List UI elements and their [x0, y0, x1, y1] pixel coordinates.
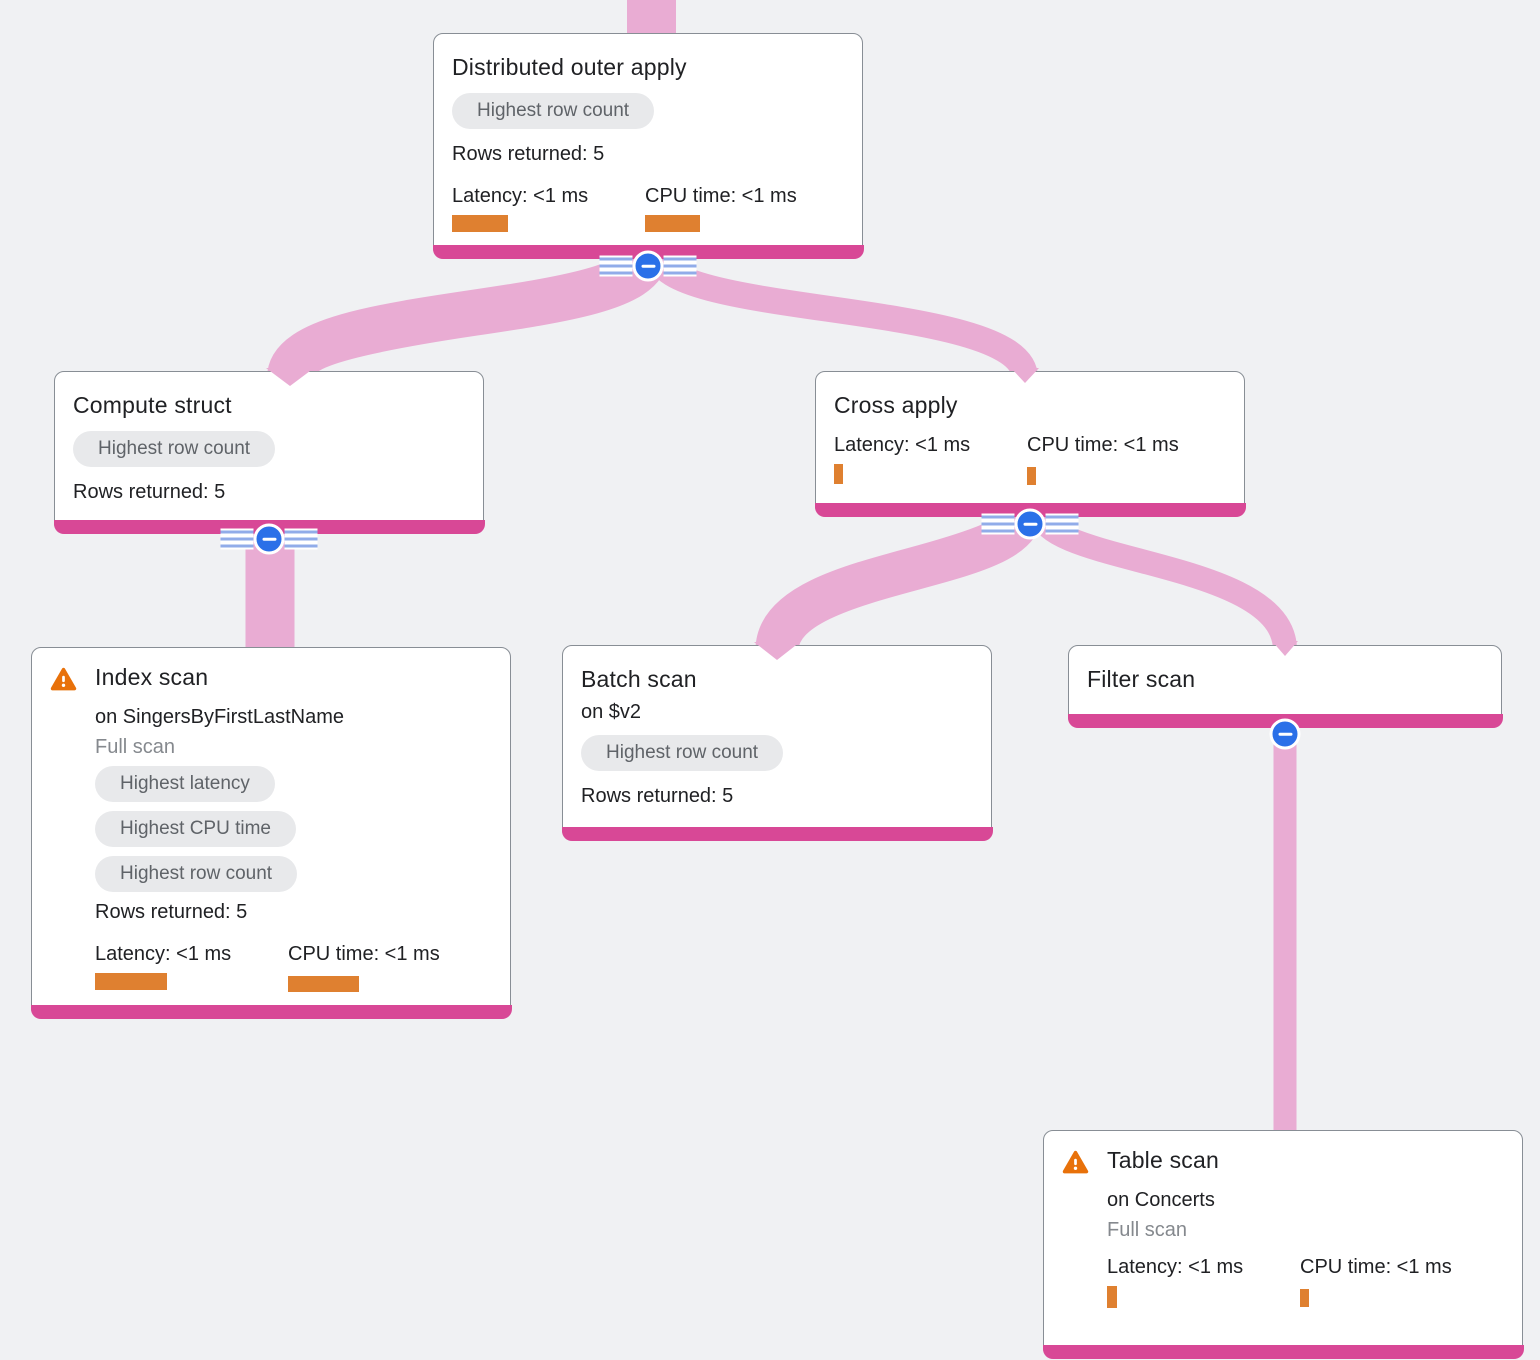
title-row: Table scan: [1062, 1147, 1504, 1182]
cpu-bar: [288, 976, 359, 992]
cpu-bar: [1300, 1289, 1309, 1307]
cpu-label: CPU time: <1 ms: [288, 943, 440, 965]
cpu-bar: [1027, 467, 1036, 485]
plan-node-batch-scan[interactable]: Batch scan on $v2 Highest row count Rows…: [561, 645, 993, 841]
node-footer-bar: [30, 1004, 512, 1019]
node-title: Index scan: [95, 664, 209, 690]
rows-returned-text: Rows returned: 5: [452, 143, 605, 165]
cpu-label: CPU time: <1 ms: [645, 185, 797, 207]
latency-metric: Latency: <1 ms: [452, 178, 645, 232]
cpu-metric: CPU time: <1 ms: [288, 936, 481, 992]
latency-metric: Latency: <1 ms: [834, 427, 1027, 485]
metrics-row: Latency: <1 ms CPU time: <1 ms: [452, 178, 844, 232]
node-body: on SingersByFirstLastName Full scan High…: [50, 706, 492, 992]
cpu-metric: CPU time: <1 ms: [1027, 427, 1220, 485]
badge-stack: Highest latency Highest CPU time Highest…: [95, 766, 492, 892]
minus-icon: [1269, 718, 1301, 750]
node-title: Compute struct: [73, 392, 232, 418]
row-stripes-icon: [284, 528, 318, 550]
collapse-button-compute-struct[interactable]: [220, 523, 318, 555]
rows-returned-text: Rows returned: 5: [73, 481, 226, 503]
minus-icon: [632, 250, 664, 282]
title-row: Index scan: [50, 664, 492, 699]
rows-returned-text: Rows returned: 5: [581, 785, 734, 807]
metrics-row: Latency: <1 ms CPU time: <1 ms: [1107, 1249, 1504, 1308]
node-footer-bar: [561, 826, 993, 841]
latency-label: Latency: <1 ms: [95, 943, 232, 965]
cpu-label: CPU time: <1 ms: [1300, 1256, 1452, 1278]
latency-label: Latency: <1 ms: [452, 185, 589, 207]
node-subtitle: on Concerts: [1107, 1189, 1215, 1211]
minus-icon: [253, 523, 285, 555]
cpu-metric: CPU time: <1 ms: [1300, 1249, 1493, 1308]
plan-node-index-scan[interactable]: Index scan on SingersByFirstLastName Ful…: [30, 647, 512, 1019]
plan-node-table-scan[interactable]: Table scan on Concerts Full scan Latency…: [1042, 1130, 1524, 1359]
node-title: Distributed outer apply: [452, 54, 687, 80]
cpu-bar: [645, 215, 700, 232]
plan-node-cross-apply[interactable]: Cross apply Latency: <1 ms CPU time: <1 …: [814, 371, 1246, 517]
row-stripes-icon: [1045, 513, 1079, 535]
badge-highest-row-count: Highest row count: [452, 93, 655, 129]
node-title: Filter scan: [1087, 666, 1196, 692]
badge-highest-row-count: Highest row count: [581, 735, 784, 771]
rows-returned-text: Rows returned: 5: [95, 901, 248, 923]
minus-icon: [1014, 508, 1046, 540]
badge-highest-row-count: Highest row count: [95, 856, 298, 892]
latency-label: Latency: <1 ms: [1107, 1256, 1244, 1278]
badge-highest-latency: Highest latency: [95, 766, 275, 802]
scan-type-text: Full scan: [95, 736, 176, 758]
row-stripes-icon: [599, 255, 633, 277]
latency-bar: [452, 215, 508, 232]
node-title: Table scan: [1107, 1147, 1219, 1173]
node-title: Cross apply: [834, 392, 958, 418]
collapse-button-distributed-outer-apply[interactable]: [599, 250, 697, 282]
plan-node-filter-scan[interactable]: Filter scan: [1067, 645, 1503, 728]
collapse-button-cross-apply[interactable]: [981, 508, 1079, 540]
badge-highest-cpu-time: Highest CPU time: [95, 811, 296, 847]
node-body: on Concerts Full scan Latency: <1 ms CPU…: [1062, 1189, 1504, 1308]
metrics-row: Latency: <1 ms CPU time: <1 ms: [95, 936, 492, 992]
latency-bar: [834, 464, 843, 484]
edge-doa-to-compute-struct: [267, 248, 668, 383]
scan-type-text: Full scan: [1107, 1219, 1188, 1241]
cpu-metric: CPU time: <1 ms: [645, 178, 838, 232]
collapse-button-filter-scan[interactable]: [1269, 718, 1301, 750]
node-subtitle: on $v2: [581, 701, 642, 723]
latency-bar: [1107, 1286, 1117, 1308]
latency-label: Latency: <1 ms: [834, 434, 971, 456]
row-stripes-icon: [220, 528, 254, 550]
node-subtitle: on SingersByFirstLastName: [95, 706, 344, 728]
latency-bar: [95, 973, 167, 990]
warning-icon: [50, 667, 77, 691]
plan-node-compute-struct[interactable]: Compute struct Highest row count Rows re…: [53, 371, 485, 534]
cpu-label: CPU time: <1 ms: [1027, 434, 1179, 456]
warning-icon: [1062, 1150, 1089, 1174]
latency-metric: Latency: <1 ms: [95, 936, 288, 992]
plan-node-distributed-outer-apply[interactable]: Distributed outer apply Highest row coun…: [432, 33, 864, 259]
node-footer-bar: [1042, 1344, 1524, 1359]
edge-doa-to-cross-apply: [645, 250, 1038, 381]
row-stripes-icon: [663, 255, 697, 277]
badge-highest-row-count: Highest row count: [73, 431, 276, 467]
row-stripes-icon: [981, 513, 1015, 535]
metrics-row: Latency: <1 ms CPU time: <1 ms: [834, 427, 1226, 485]
node-title: Batch scan: [581, 666, 697, 692]
latency-metric: Latency: <1 ms: [1107, 1249, 1300, 1308]
